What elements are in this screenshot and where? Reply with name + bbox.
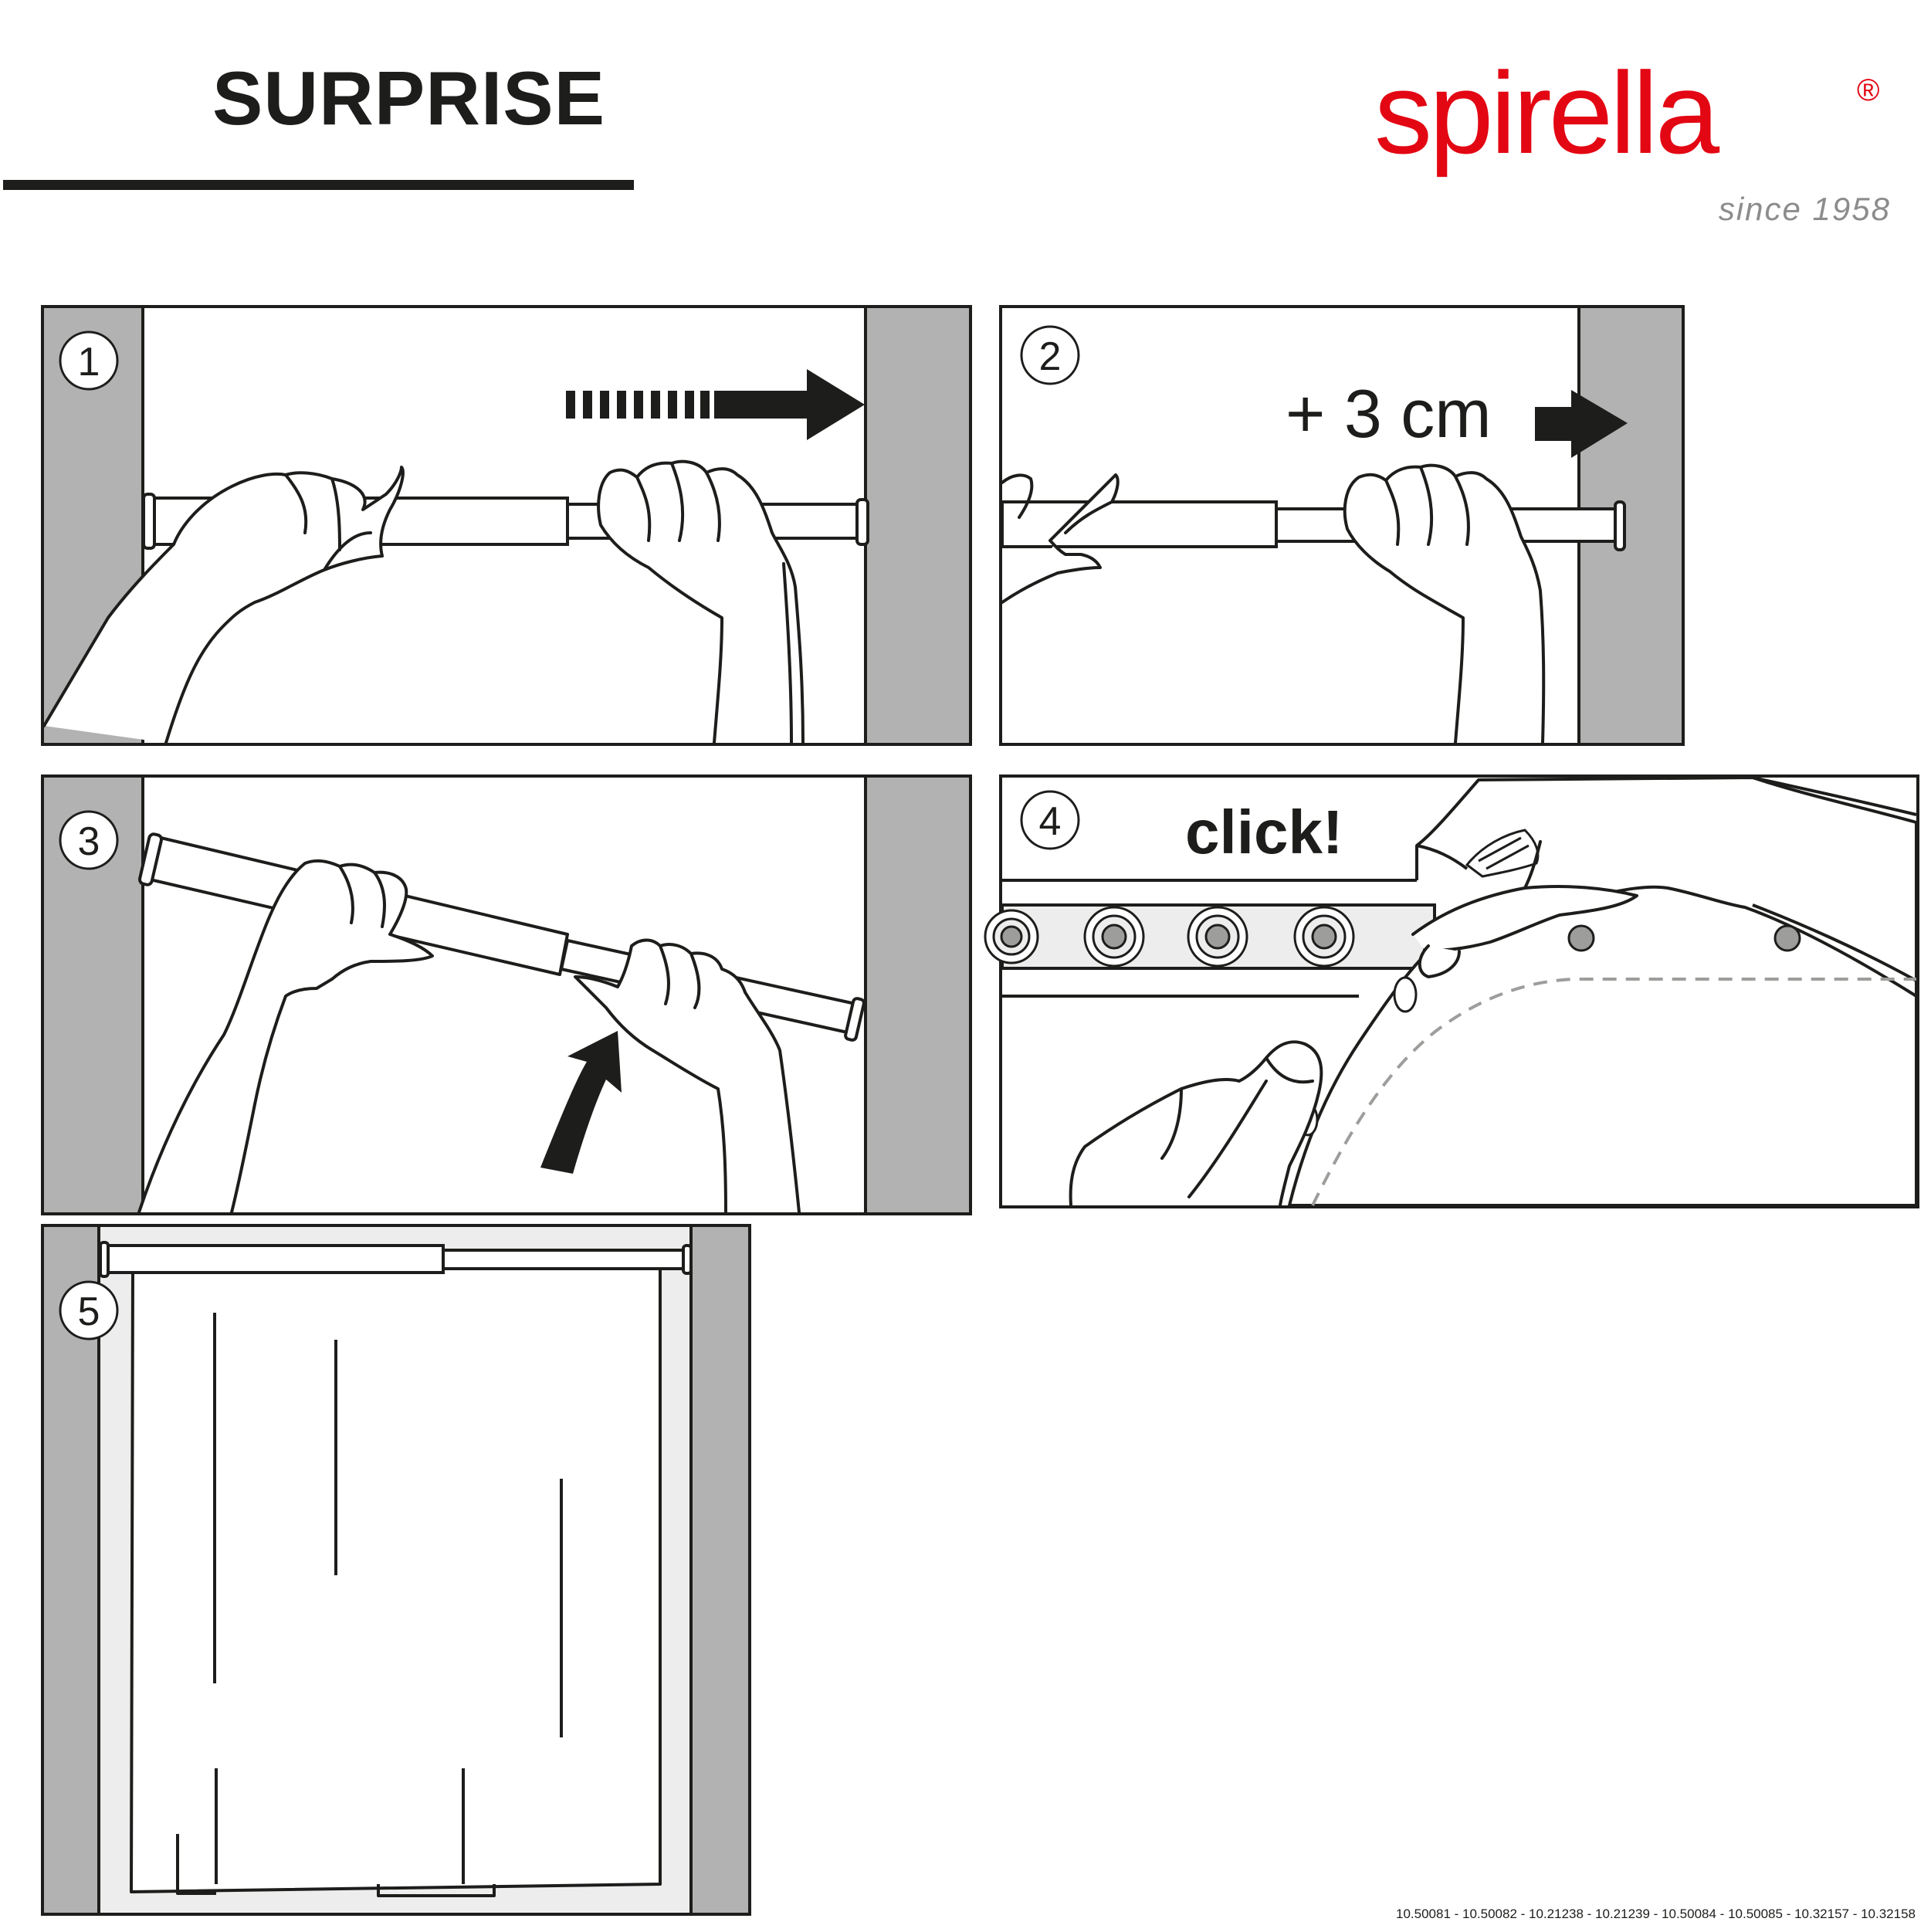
step-4-panel: click! 4 — [984, 774, 1919, 1208]
extension-callout: + 3 cm — [1286, 375, 1492, 452]
right-wall — [866, 308, 969, 743]
fabric-fold-line — [1311, 978, 1916, 1206]
arrow-right-icon — [1535, 390, 1628, 458]
right-hand — [1343, 463, 1546, 744]
svg-text:3: 3 — [78, 819, 100, 864]
title-underline — [3, 180, 634, 190]
svg-text:1: 1 — [78, 340, 100, 385]
ring — [1083, 906, 1145, 968]
step-2-panel: + 3 cm 2 — [999, 305, 1685, 746]
right-wall — [866, 778, 969, 1212]
right-wall — [691, 1227, 748, 1913]
curtain-fabric — [1288, 776, 1918, 1207]
svg-text:5: 5 — [78, 1290, 100, 1334]
step-5-panel: 5 — [41, 1224, 751, 1916]
fabric-grommets — [1297, 924, 1801, 1137]
curtain-rings — [984, 906, 1355, 968]
ring-clip — [1465, 829, 1540, 878]
step-3-panel: 3 — [41, 774, 972, 1215]
svg-text:4: 4 — [1039, 799, 1062, 844]
product-codes: 10.50081 - 10.50082 - 10.21238 - 10.2123… — [1396, 1907, 1916, 1921]
logo-wordmark: spirella — [1374, 62, 1720, 178]
step-2-badge: 2 — [1020, 325, 1080, 385]
step-1-badge: 1 — [59, 330, 119, 391]
spirella-logo: spirella ® — [1374, 62, 1879, 178]
left-wall — [44, 1227, 99, 1913]
left-hand — [42, 466, 405, 744]
right-hand — [597, 459, 805, 744]
brand-tagline: since 1958 — [1718, 191, 1891, 227]
tension-rod — [99, 1241, 693, 1278]
step-1-panel: 1 — [41, 305, 972, 746]
ring — [1187, 906, 1248, 968]
svg-text:2: 2 — [1039, 334, 1062, 379]
step-4-badge: 4 — [1020, 790, 1080, 850]
registered-mark: ® — [1857, 73, 1879, 107]
step-3-badge: 3 — [59, 810, 119, 870]
dashed-arrow-right-icon — [566, 369, 865, 440]
left-hand — [137, 859, 434, 1214]
lower-hand — [1069, 1040, 1323, 1207]
step-5-badge: 5 — [59, 1280, 119, 1341]
installed-curtain — [130, 1265, 662, 1897]
ring — [1293, 906, 1355, 968]
right-hand — [574, 938, 801, 1214]
curved-arrow-up-icon — [540, 1031, 622, 1174]
left-hand — [1001, 473, 1120, 604]
ring — [984, 909, 1039, 964]
click-callout: click! — [1185, 798, 1343, 866]
page-title: SURPRISE — [212, 56, 606, 141]
upper-hand — [1411, 840, 1638, 978]
